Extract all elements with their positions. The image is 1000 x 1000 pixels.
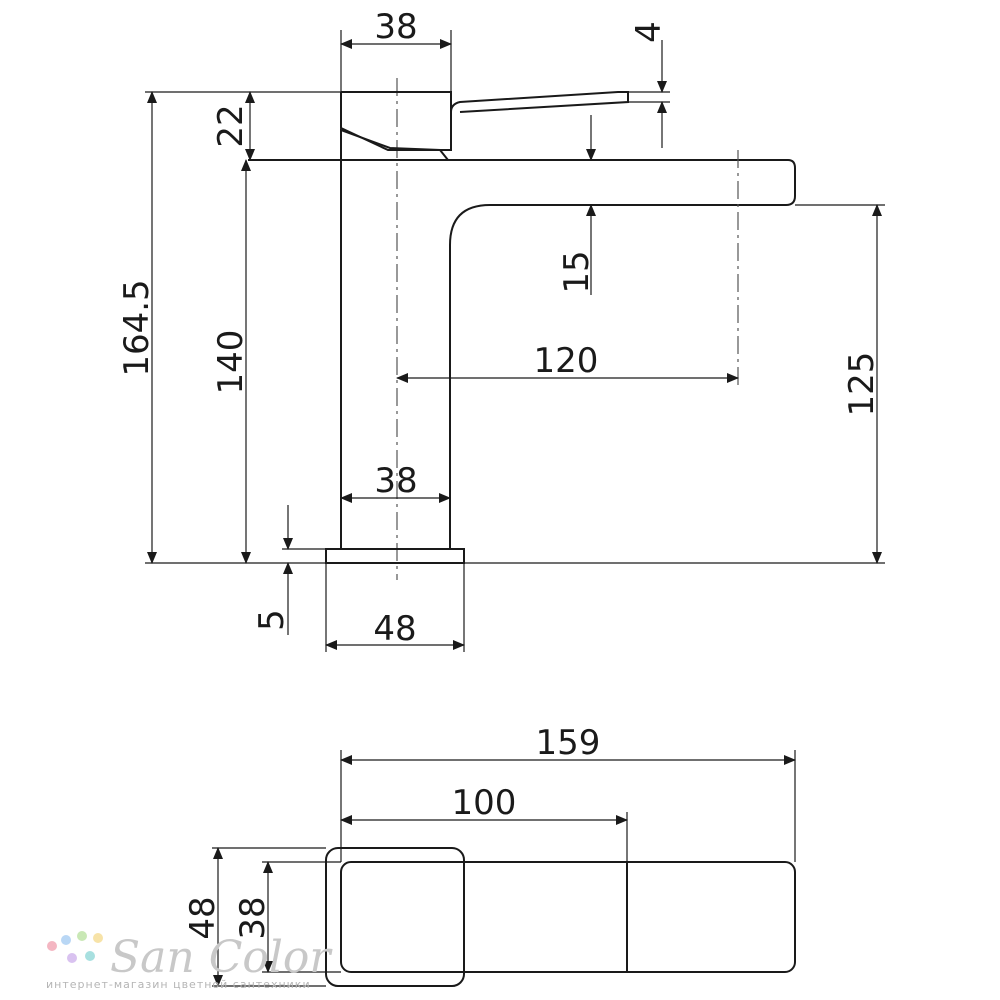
logo-dot [85, 951, 95, 961]
dim-base-width: 48 [373, 609, 416, 649]
dim-spout-thickness: 15 [557, 250, 597, 293]
brand-watermark: San Color интернет-магазин цветной санте… [46, 931, 333, 991]
handle-top [341, 91, 452, 112]
logo-dot [47, 941, 57, 951]
dim-overall-height: 164.5 [117, 279, 157, 376]
dim-base-depth: 48 [183, 896, 223, 939]
dim-outlet-height: 125 [842, 352, 882, 417]
dim-handle-height: 22 [211, 104, 251, 147]
dim-body-depth: 38 [233, 896, 273, 939]
dim-handle-width: 38 [374, 7, 417, 47]
side-view: 38 4 22 164.5 140 15 120 125 38 [117, 7, 885, 652]
dim-body-height: 140 [211, 330, 251, 395]
top-base-plate [325, 847, 465, 987]
dim-overall-length: 159 [536, 723, 601, 763]
top-view: 159 100 48 38 [183, 723, 796, 987]
base-plate [325, 548, 465, 564]
dim-base-thickness: 5 [252, 609, 292, 631]
dim-handle-thickness: 4 [629, 21, 669, 43]
brand-name: San Color [110, 932, 333, 983]
faucet-body-outline [248, 159, 796, 549]
handle-block [340, 91, 629, 151]
dim-body-width: 38 [374, 461, 417, 501]
logo-dot [67, 953, 77, 963]
logo-dot [61, 935, 71, 945]
brand-tagline: интернет-магазин цветной сантехники [46, 978, 311, 991]
dim-spout-reach: 120 [534, 341, 599, 381]
handle-neck [340, 128, 449, 161]
logo-dot [77, 931, 87, 941]
logo-dot [93, 933, 103, 943]
top-spout-body [340, 861, 796, 973]
dim-handle-length: 100 [452, 783, 517, 823]
